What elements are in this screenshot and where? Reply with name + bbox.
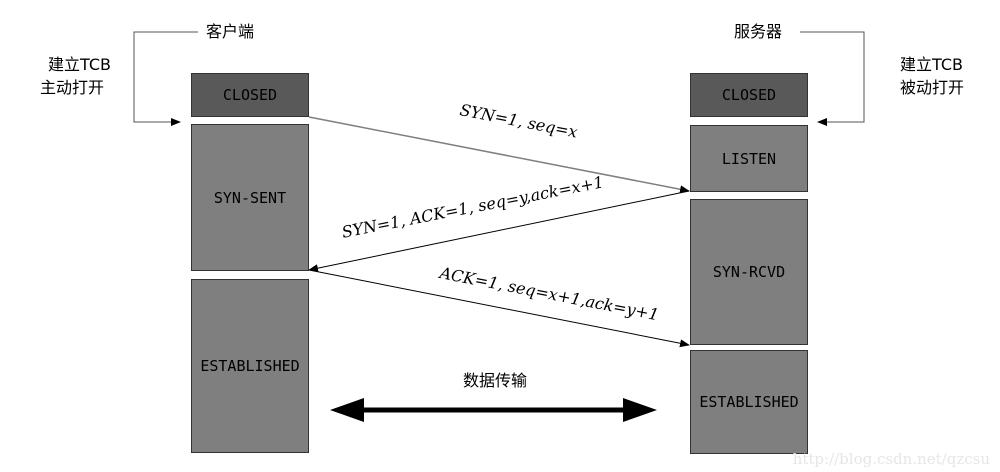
client-open-note-line1: 建立TCB <box>48 55 111 74</box>
client-state-established: ESTABLISHED <box>191 279 309 453</box>
client-title: 客户端 <box>206 22 255 41</box>
client-bracket-line <box>133 31 198 126</box>
syn-arrow <box>308 116 690 194</box>
server-state-closed: CLOSED <box>690 73 808 117</box>
data-transfer-label: 数据传输 <box>463 371 528 390</box>
client-state-syn-sent: SYN-SENT <box>191 124 309 271</box>
client-state-closed: CLOSED <box>191 73 309 117</box>
ack-arrow <box>308 269 690 348</box>
watermark: http://blog.csdn.net/qzcsu <box>792 450 990 468</box>
syn-ack-arrow <box>308 190 690 273</box>
server-state-established: ESTABLISHED <box>690 350 808 454</box>
server-open-note-line2: 被动打开 <box>900 78 965 97</box>
server-open-note-line1: 建立TCB <box>900 55 963 74</box>
server-title: 服务器 <box>734 22 783 41</box>
server-bracket-line <box>800 31 865 126</box>
data-transfer-arrow <box>330 398 657 422</box>
client-open-note-line2: 主动打开 <box>40 78 105 97</box>
server-state-listen: LISTEN <box>690 125 808 192</box>
server-state-syn-rcvd: SYN-RCVD <box>690 199 808 345</box>
